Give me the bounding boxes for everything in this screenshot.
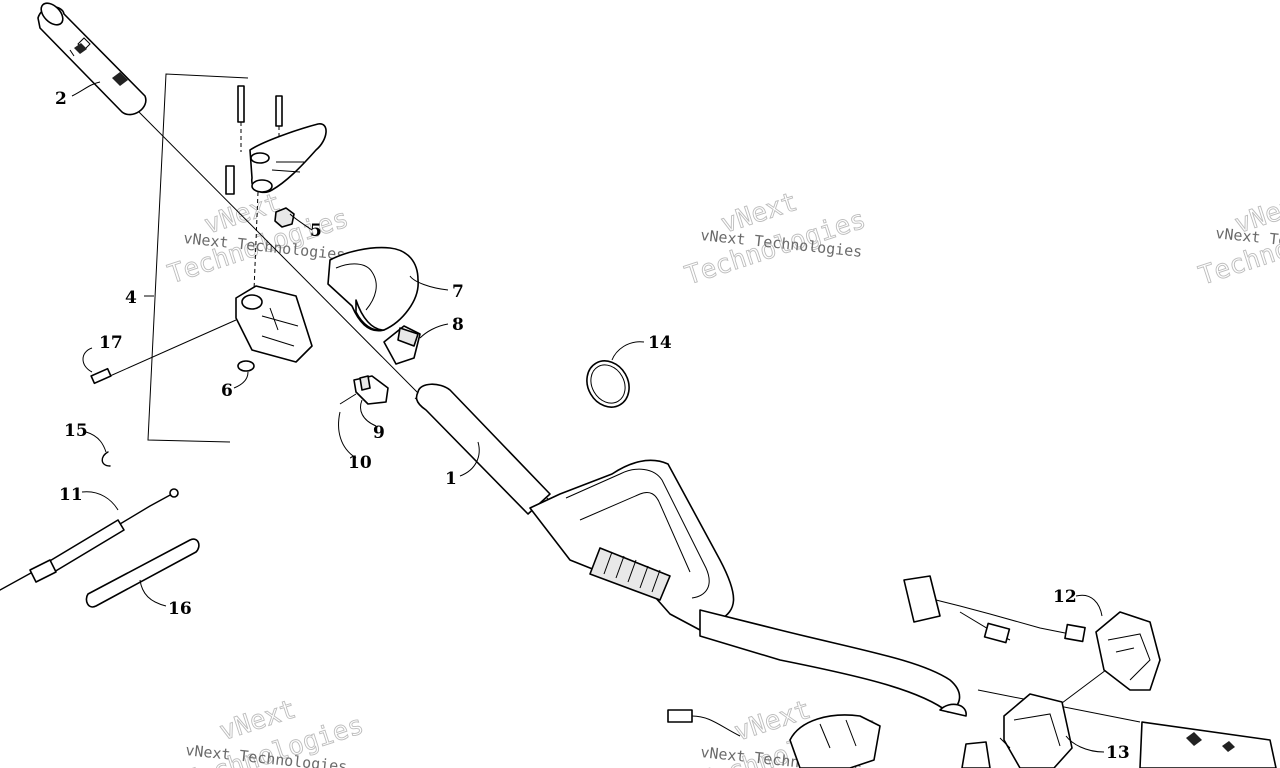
housing-cover bbox=[327, 246, 419, 332]
callout-4: 4 bbox=[125, 288, 137, 308]
assembly-bracket bbox=[147, 73, 249, 443]
left-grip bbox=[37, 2, 147, 116]
brake-housing bbox=[235, 285, 313, 363]
callout-17: 17 bbox=[99, 333, 123, 353]
callout-5: 5 bbox=[310, 221, 322, 241]
right-grip bbox=[1139, 721, 1277, 768]
watermark: vNext Technologies bbox=[681, 187, 870, 292]
callout-11: 11 bbox=[59, 485, 83, 505]
callout-8: 8 bbox=[452, 315, 464, 335]
clip-9 bbox=[339, 375, 389, 405]
brake-lever bbox=[225, 85, 327, 291]
bracket-bottom bbox=[789, 714, 881, 768]
callout-6: 6 bbox=[221, 381, 233, 401]
sleeve-16 bbox=[85, 538, 200, 608]
callout-15: 15 bbox=[64, 421, 88, 441]
switch-8 bbox=[383, 325, 421, 365]
callout-2: 2 bbox=[55, 89, 67, 109]
nut-5 bbox=[274, 207, 295, 228]
washer-6 bbox=[237, 360, 255, 372]
callout-9: 9 bbox=[373, 423, 385, 443]
clamp-ring-14 bbox=[586, 360, 630, 408]
callout-1: 1 bbox=[445, 469, 457, 489]
clip-15 bbox=[101, 451, 111, 467]
callout-16: 16 bbox=[168, 599, 192, 619]
bar-end-cap bbox=[961, 741, 991, 768]
throttle-cable bbox=[0, 488, 179, 591]
screw-17 bbox=[90, 319, 237, 385]
callout-14: 14 bbox=[648, 333, 672, 353]
handlebar bbox=[415, 383, 967, 717]
callout-10: 10 bbox=[348, 453, 372, 473]
switch-housing-13 bbox=[999, 693, 1073, 768]
leader-lines bbox=[71, 81, 1105, 753]
switch-assembly-12 bbox=[903, 575, 1161, 691]
callout-7: 7 bbox=[452, 282, 464, 302]
callout-13: 13 bbox=[1106, 743, 1130, 763]
callout-12: 12 bbox=[1053, 587, 1077, 607]
alignment-line bbox=[134, 107, 421, 396]
connector-plug bbox=[667, 709, 741, 737]
